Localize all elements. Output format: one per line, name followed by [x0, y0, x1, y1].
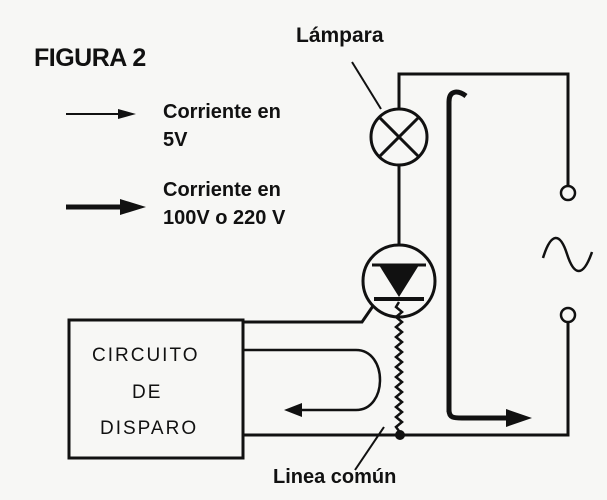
- common-line: [394, 301, 404, 432]
- legend-high-line2: 100V o 220 V: [163, 207, 286, 229]
- common-pointer: [354, 426, 385, 471]
- lamp-symbol: [369, 107, 429, 167]
- low-current-arrowhead: [284, 403, 302, 417]
- ac-source: [541, 184, 594, 324]
- gate-wire: [242, 305, 400, 437]
- legend-low-current: Corriente en 5V: [163, 98, 281, 154]
- main-wiring: [397, 72, 570, 437]
- legend-thin-arrow: [66, 109, 136, 119]
- high-current-bottom: [446, 409, 510, 421]
- legend-low-line2: 5V: [163, 129, 188, 151]
- trigger-box-line3: DISPARO: [100, 418, 199, 439]
- legend-thick-arrow: [66, 199, 146, 215]
- low-current-loop: [242, 348, 382, 412]
- lamp-label: Lámpara: [296, 24, 384, 47]
- common-line-label: Linea común: [273, 466, 397, 488]
- figure-title: FIGURA 2: [34, 44, 146, 72]
- high-current-arrowhead: [506, 409, 532, 427]
- trigger-box-line1: CIRCUITO: [92, 345, 200, 366]
- lamp-pointer: [351, 61, 382, 110]
- trigger-box-line2: DE: [132, 382, 163, 403]
- legend-high-line1: Corriente en: [163, 179, 281, 201]
- triac-symbol: [361, 243, 437, 319]
- legend-high-current: Corriente en 100V o 220 V: [163, 176, 285, 232]
- high-current-loop: [446, 89, 468, 412]
- legend-low-line1: Corriente en: [163, 101, 281, 123]
- trigger-circuit-box: [67, 318, 245, 460]
